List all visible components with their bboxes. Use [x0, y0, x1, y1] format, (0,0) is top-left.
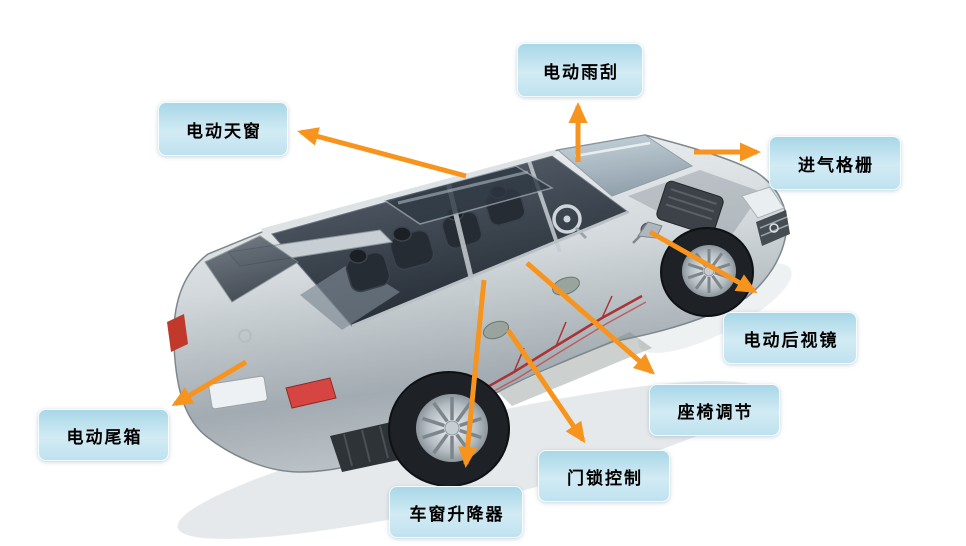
- taillight-left: [167, 314, 188, 352]
- taillight-right: [285, 377, 337, 409]
- arrow-electric-tailgate: [171, 359, 248, 407]
- label-seat-adjustment: 座椅调节: [649, 384, 780, 436]
- brand-badge: [238, 329, 252, 343]
- label-electric-tailgate: 电动尾箱: [38, 409, 169, 461]
- label-intake-grille: 进气格栅: [769, 136, 901, 190]
- windshield: [556, 134, 694, 197]
- front-grille: [756, 210, 790, 246]
- sunroof-glass: [382, 165, 554, 225]
- label-electric-side-mirror: 电动后视镜: [723, 312, 857, 364]
- label-electric-sunroof: 电动天窗: [158, 102, 288, 156]
- arrow-door-lock-control: [505, 328, 586, 444]
- arrow-seat-adjustment: [525, 261, 656, 375]
- door-panels: [482, 276, 580, 340]
- arrow-window-lifter: [458, 279, 487, 468]
- roof-rails: [261, 149, 629, 328]
- arrow-electric-side-mirror: [648, 229, 758, 294]
- rear-wheel: [388, 371, 510, 487]
- label-electric-wiper: 电动雨刮: [517, 43, 643, 97]
- license-plate: [208, 375, 268, 410]
- headlight: [741, 186, 785, 219]
- label-window-lifter: 车窗升降器: [389, 486, 523, 538]
- tailgate: [167, 229, 394, 410]
- arrow-electric-sunroof: [297, 127, 467, 179]
- label-door-lock-control: 门锁控制: [538, 450, 670, 502]
